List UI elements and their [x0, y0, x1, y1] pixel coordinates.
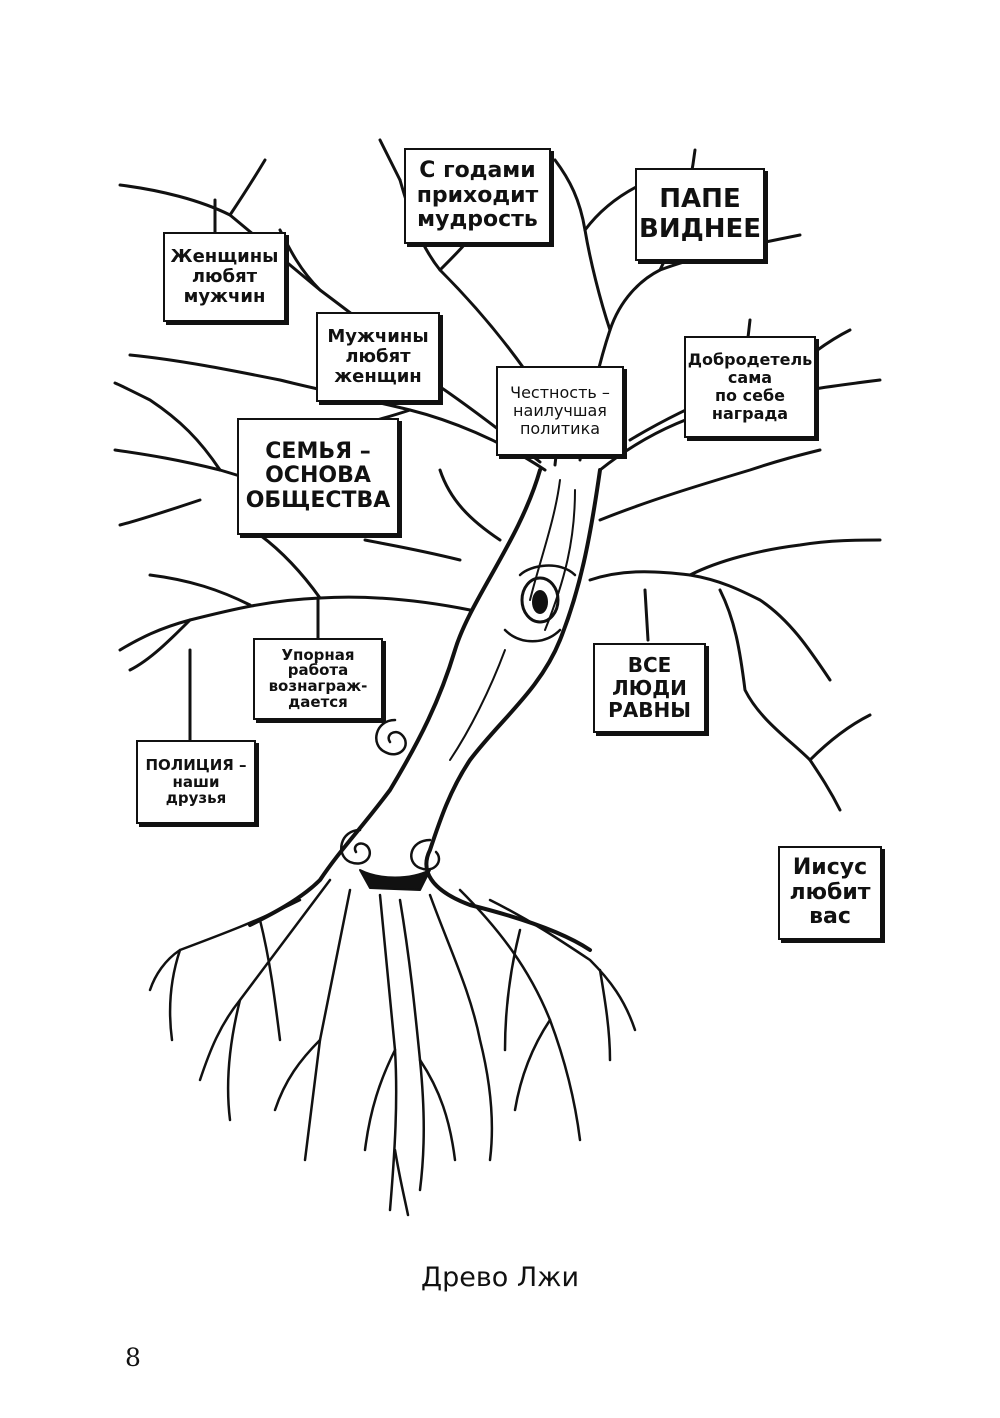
sign-hard-work-rewarded: Упорная работа вознаграж- дается: [253, 638, 383, 720]
tree-trunk: [248, 468, 602, 952]
sign-all-people-equal: ВСЕ ЛЮДИ РАВНЫ: [593, 643, 706, 733]
sign-women-love-men: Женщины любят мужчин: [163, 232, 286, 322]
sign-virtue-own-reward: Добродетель сама по себе награда: [684, 336, 816, 438]
sign-men-love-women: Мужчины любят женщин: [316, 312, 440, 402]
tree-roots: [148, 878, 637, 1217]
sign-papa-knows-best: ПАПЕ ВИДНЕЕ: [635, 168, 765, 261]
sign-honesty-best-policy: Честность – наилучшая политика: [496, 366, 624, 456]
sign-jesus-loves-you: Иисус любит вас: [778, 846, 882, 940]
sign-wisdom-with-age: С годами приходит мудрость: [404, 148, 551, 244]
page-number: 8: [125, 1343, 141, 1372]
sign-family-basis-of-society: СЕМЬЯ – ОСНОВА ОБЩЕСТВА: [237, 418, 399, 535]
figure-caption: Древо Лжи: [420, 1262, 580, 1293]
sign-police-our-friends: ПОЛИЦИЯ – наши друзья: [136, 740, 256, 824]
